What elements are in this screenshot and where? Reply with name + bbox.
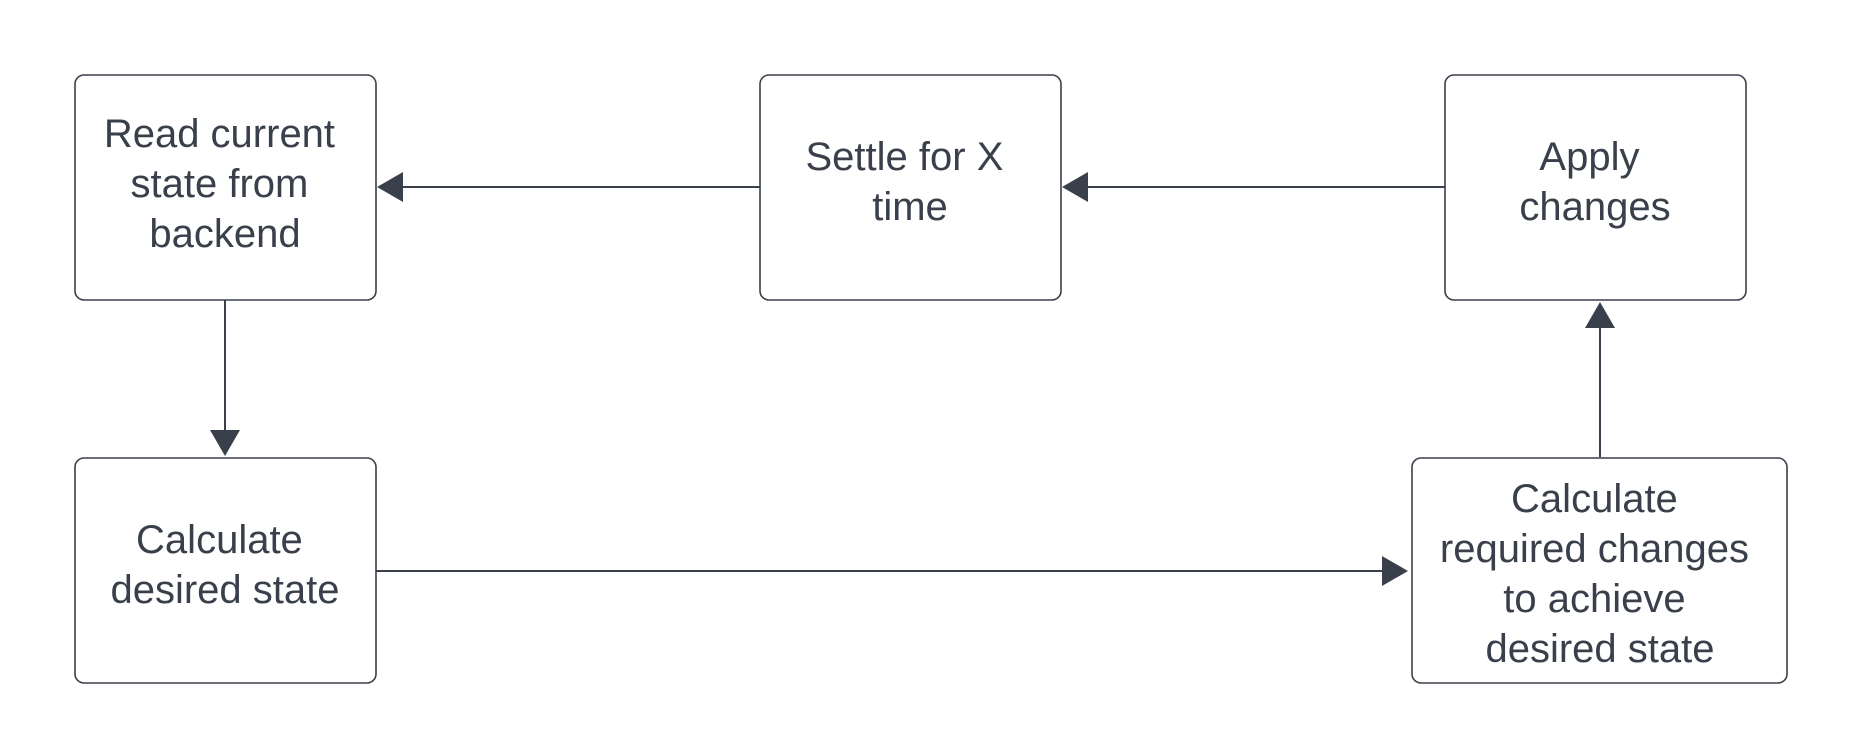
node-label-line: Calculate — [136, 518, 303, 562]
node-label-line: Settle for X — [806, 135, 1004, 179]
node-box — [759, 74, 1062, 301]
node-label: Read current state from backend — [104, 112, 346, 256]
node-label: Calculate required changes to achieve de… — [1440, 477, 1760, 671]
node-label-line: Read current — [104, 112, 335, 156]
node-box — [1411, 457, 1788, 684]
node-label-line: desired state — [110, 568, 339, 612]
edge-settle-to-read-state — [377, 172, 760, 202]
node-label-line: backend — [149, 212, 300, 256]
node-box — [1444, 74, 1747, 301]
node-calculate-required-changes: Calculate required changes to achieve de… — [1411, 457, 1788, 684]
edge-apply-to-settle — [1062, 172, 1445, 202]
node-label-line: to achieve — [1503, 577, 1685, 621]
node-label: Calculate desired state — [110, 518, 339, 612]
arrowhead-left — [377, 172, 403, 202]
node-calculate-desired-state: Calculate desired state — [74, 457, 377, 684]
arrowhead-right — [1382, 556, 1408, 586]
node-label-line: state from — [131, 162, 309, 206]
node-label-line: time — [872, 185, 948, 229]
node-label-line: Apply — [1539, 135, 1639, 179]
node-settle-for-time: Settle for X time — [759, 74, 1062, 301]
edge-read-state-to-calculate-desired — [210, 300, 240, 456]
arrowhead-up — [1585, 302, 1615, 328]
node-label: Apply changes — [1519, 135, 1670, 229]
node-label-line: required changes — [1440, 527, 1749, 571]
node-label: Settle for X time — [806, 135, 1015, 229]
node-box — [74, 74, 377, 301]
node-label-line: desired state — [1485, 627, 1714, 671]
node-label-line: changes — [1519, 185, 1670, 229]
arrowhead-down — [210, 430, 240, 456]
edge-calculate-changes-to-apply — [1585, 302, 1615, 457]
arrowhead-left — [1062, 172, 1088, 202]
node-label-line: Calculate — [1511, 477, 1678, 521]
node-box — [74, 457, 377, 684]
edge-calculate-desired-to-calculate-changes — [376, 556, 1408, 586]
node-read-current-state: Read current state from backend — [74, 74, 377, 301]
node-apply-changes: Apply changes — [1444, 74, 1747, 301]
